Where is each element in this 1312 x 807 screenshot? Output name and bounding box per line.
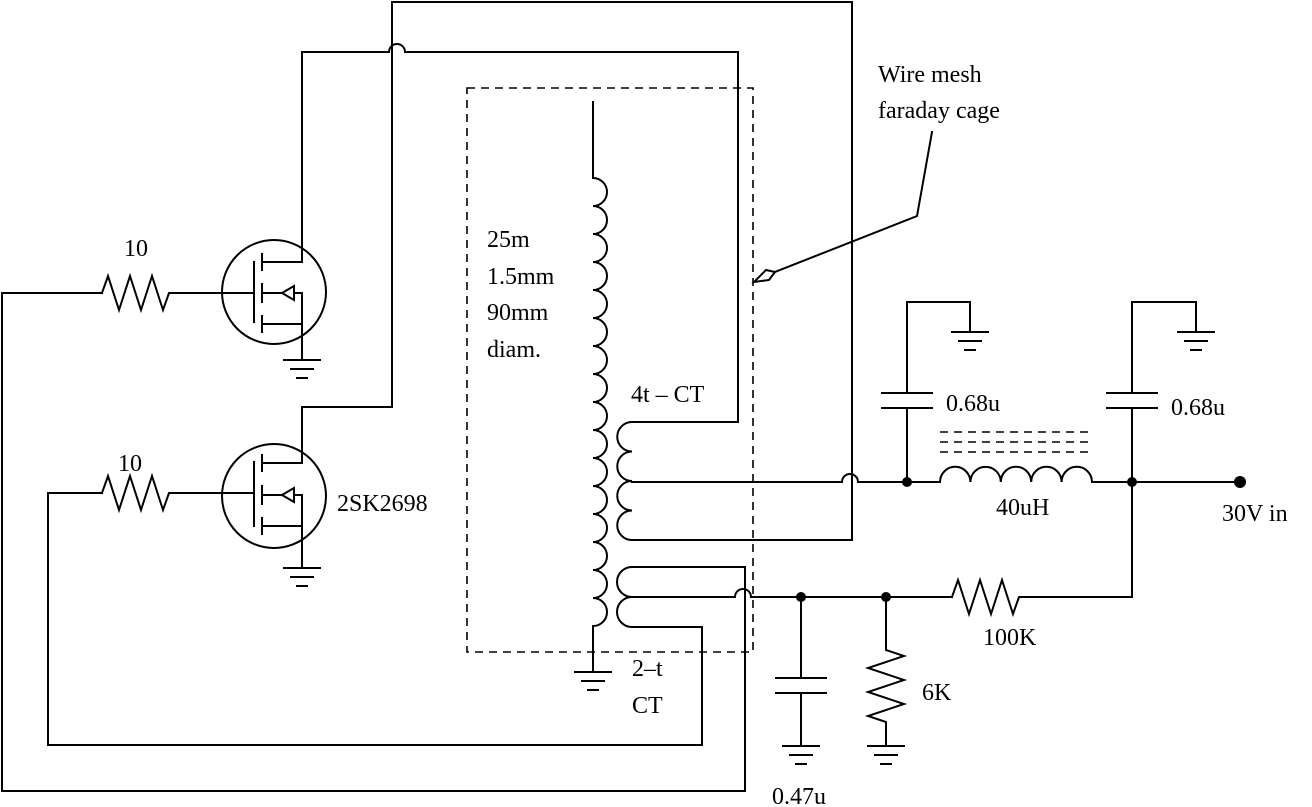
label-gate-res-top: 10	[124, 236, 148, 262]
junction-node-a	[902, 477, 912, 487]
ground-cap-right	[1177, 331, 1215, 351]
label-cap-feedback: 0.47u	[772, 784, 826, 807]
supply-terminal[interactable]	[1234, 476, 1246, 488]
resistor-100k	[950, 481, 1133, 618]
label-cage-line1: Wire mesh	[878, 62, 982, 88]
ground-secondary	[574, 671, 612, 691]
label-feedback-line1: 2–t	[632, 656, 663, 682]
wire-cap-left-up	[906, 301, 971, 394]
secondary-coil	[591, 101, 608, 673]
wire-feedback-lower	[47, 492, 703, 746]
cage-callout-arrow	[751, 268, 777, 284]
label-coil-wire: 1.5mm	[487, 264, 555, 290]
label-gate-res-bottom: 10	[118, 451, 142, 477]
label-primary: 4t – CT	[631, 382, 705, 408]
wire-primary-bottom	[301, 1, 853, 541]
label-cap-right: 0.68u	[1171, 395, 1225, 421]
junction-bias-cap	[796, 592, 806, 602]
label-mosfet: 2SK2698	[337, 491, 428, 517]
label-coil-length: 25m	[487, 227, 530, 253]
cage-callout-line	[773, 130, 934, 274]
feedback-coil	[616, 565, 634, 629]
inductor-40uh	[938, 431, 1094, 484]
label-inductor: 40uH	[996, 495, 1049, 521]
label-cap-left: 0.68u	[946, 391, 1000, 417]
mosfet-top	[221, 239, 327, 379]
label-feedback-line2: CT	[632, 693, 663, 719]
label-cage-line2: faraday cage	[878, 98, 1000, 124]
mosfet-bottom	[221, 443, 327, 587]
wire-feedback-upper	[1, 292, 746, 792]
label-res-series: 100K	[983, 625, 1037, 651]
wire-primary-top	[301, 43, 739, 423]
junction-bias-res	[881, 592, 891, 602]
resistor-6k	[864, 596, 908, 747]
label-coil-diam: 90mm	[487, 300, 549, 326]
primary-coil	[616, 420, 634, 542]
ground-cap-left	[951, 331, 989, 351]
label-coil-diam-abbr: diam.	[487, 337, 541, 363]
wire-feedback-center	[631, 588, 953, 598]
ground-cap-047	[782, 692, 820, 765]
label-supply: 30V in	[1222, 501, 1288, 527]
faraday-cage-box	[466, 87, 754, 653]
resistor-gate-top	[100, 272, 223, 314]
label-res-shunt: 6K	[922, 680, 952, 706]
wire-center-tap	[631, 473, 941, 483]
ground-res-6k	[867, 745, 905, 765]
wire-cap-right-up	[1131, 301, 1197, 394]
resistor-gate-bottom	[100, 472, 223, 514]
